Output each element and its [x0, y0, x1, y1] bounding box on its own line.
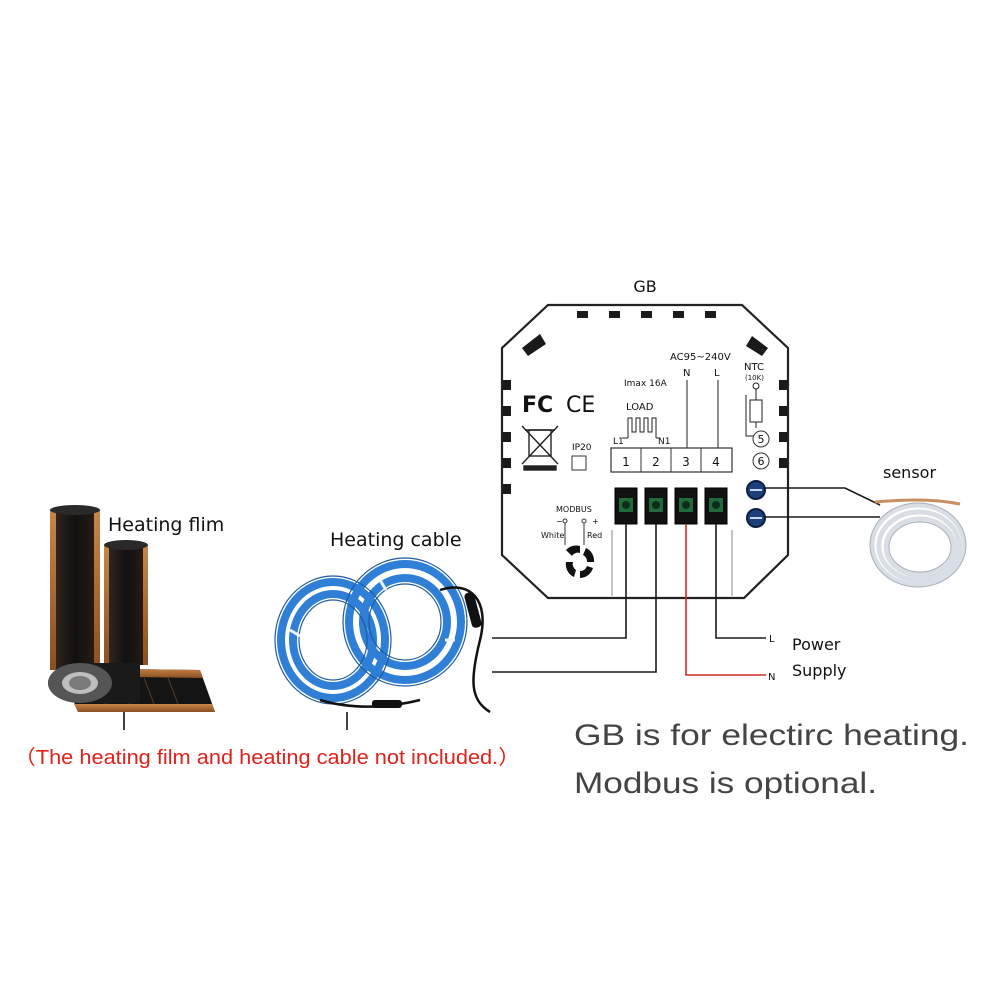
ntc-pin-5-label: 5: [758, 433, 765, 446]
sensor-label: sensor: [883, 463, 936, 482]
wire-supply-l: [715, 524, 766, 639]
terminal-screw-4: [704, 487, 728, 525]
sensor-probe-icon: sensor: [869, 463, 967, 588]
ntc-value-label: (10K): [745, 374, 764, 382]
terminal-screws: [614, 487, 728, 525]
heating-cable-icon: Heating cable: [274, 529, 491, 730]
modbus-plus-label: +: [592, 517, 599, 526]
socket-icon: [565, 545, 595, 578]
l1-label: L1: [613, 437, 624, 447]
top-vents: [522, 311, 768, 356]
side-notches: [503, 380, 787, 494]
modbus-minus-label: −: [556, 517, 563, 526]
load-heater-icon: [627, 417, 657, 438]
heating-film-label: Heating flim: [108, 514, 224, 536]
modbus-red-label: Red: [587, 531, 602, 540]
terminal-screw-3: [674, 487, 698, 525]
load-label: LOAD: [626, 402, 654, 413]
terminal-3-label: 3: [682, 455, 690, 469]
terminal-n-label: N: [683, 368, 690, 379]
heating-cable-label: Heating cable: [330, 529, 462, 551]
terminal-2-label: 2: [652, 455, 660, 469]
terminal-1-label: 1: [622, 455, 630, 469]
not-included-note: （The heating film and heating cable not …: [14, 746, 520, 769]
ntc-pin-6-label: 6: [758, 455, 765, 468]
ip-square-icon: [571, 455, 587, 471]
thermostat-device: GB FC CE IP20 Imax 16A LOAD L1 N1 AC95~2…: [500, 277, 790, 600]
cable-lead: [439, 586, 491, 714]
power-label: Power: [792, 635, 841, 654]
device-title: GB: [633, 277, 656, 296]
wire-load-l1: [492, 524, 627, 639]
wiring: [492, 487, 881, 676]
terminal-screw-2: [644, 487, 668, 525]
sensor-screws: [746, 480, 766, 528]
note-line-1: GB is for electirc heating.: [574, 719, 969, 752]
note-line-2: Modbus is optional.: [574, 767, 877, 800]
weee-bin-icon: [521, 425, 559, 471]
terminal-4-label: 4: [712, 455, 720, 469]
voltage-label: AC95~240V: [670, 352, 731, 363]
wire-sensor-5: [765, 487, 881, 506]
n1-label: N1: [658, 437, 670, 447]
wire-load-n1: [492, 524, 657, 673]
line-l-label: L: [769, 634, 775, 645]
wire-supply-n: [685, 524, 766, 676]
modbus-white-label: White: [541, 531, 564, 540]
ce-mark: CE: [566, 393, 595, 418]
terminal-screw-1: [614, 487, 638, 525]
terminal-l-label: L: [714, 368, 720, 379]
heating-film-icon: Heating flim: [48, 505, 224, 730]
line-n-label: N: [768, 672, 775, 683]
sensor-lead: [874, 498, 961, 506]
modbus-label: MODBUS: [556, 505, 592, 514]
fc-mark: FC: [522, 393, 553, 418]
ip-rating: IP20: [572, 443, 592, 453]
supply-label: Supply: [792, 661, 847, 680]
imax-label: Imax 16A: [624, 379, 668, 389]
ntc-pin-6-circle: [752, 452, 770, 470]
ntc-label: NTC: [744, 362, 764, 373]
ntc-pin-5-circle: [752, 430, 770, 448]
